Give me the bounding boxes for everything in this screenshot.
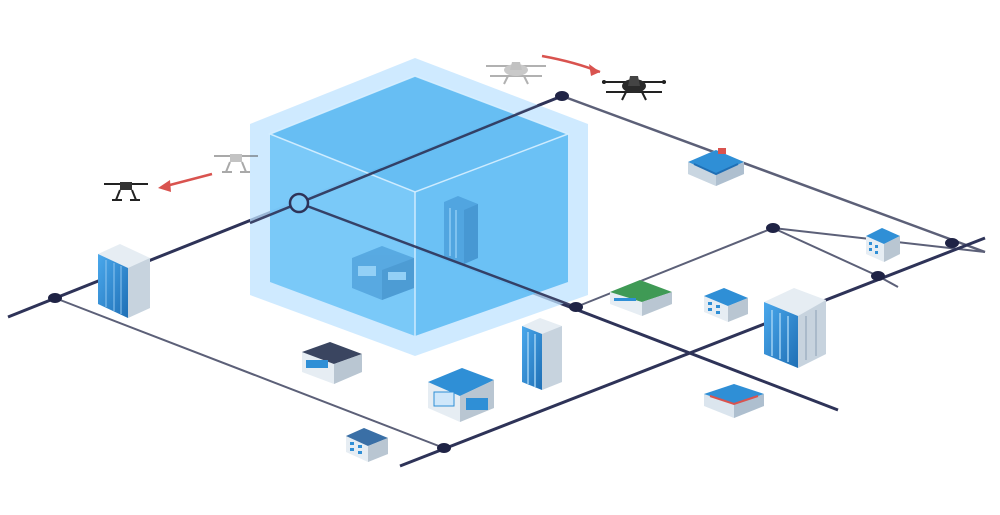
route-node [555,91,569,101]
route-node [871,271,885,281]
drone-icon [104,182,148,201]
direction-arrow-icon [541,54,601,76]
cube-inner-right [415,134,568,336]
factory-building-icon [428,368,494,422]
route-line [561,94,986,254]
apartment-block-icon [346,428,388,462]
stadium-building-icon [704,384,764,418]
route-line [575,227,774,308]
route-node [945,238,959,248]
apartment-block-icon [866,228,900,262]
factory-building-icon [352,246,414,300]
route-node [766,223,780,233]
evtol-aircraft-icon [486,62,546,85]
office-tower-icon [764,288,826,368]
stadium-building-icon [688,148,744,186]
warehouse-building-icon [610,280,672,316]
drone-icon [214,154,258,173]
airspace-cube [250,58,588,356]
route-line [54,297,445,449]
apartment-block-icon [704,288,748,322]
route-network-overlay [249,94,577,309]
route-line [772,227,879,277]
route-line [399,236,986,468]
route-nodes [48,91,959,453]
office-tower-icon [98,244,150,318]
cube-entry-node [288,192,310,214]
evtol-aircraft-icon [602,76,666,101]
route-node [437,443,451,453]
direction-arrow-icon [158,172,213,192]
route-node [569,302,583,312]
factory-building-icon [302,342,362,384]
office-tower-icon [522,318,562,390]
route-node [48,293,62,303]
office-tower-icon [444,196,478,264]
